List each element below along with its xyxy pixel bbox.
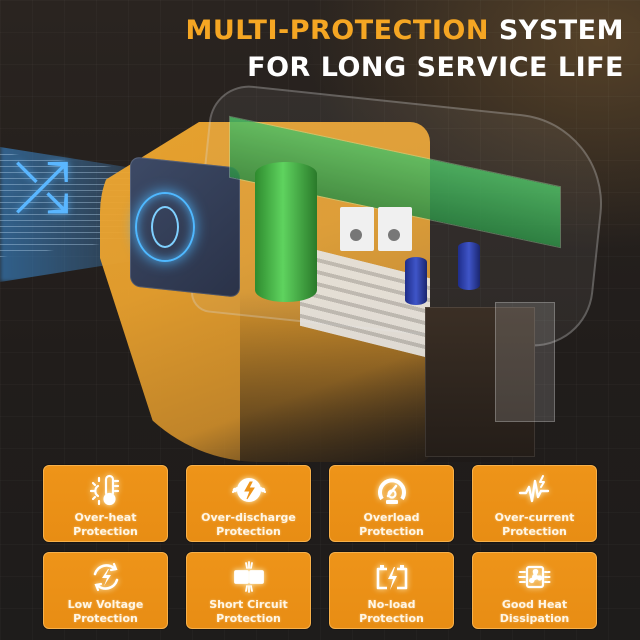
headline-line-2: FOR LONG SERVICE LIFE: [247, 52, 624, 83]
green-capacitor: [255, 162, 317, 302]
battery-pair-bolt-icon: [374, 559, 410, 595]
feature-label-line-2: Protection: [502, 525, 567, 538]
headline-accent-text: MULTI-PROTECTION: [185, 15, 489, 46]
feature-label-line-1: Over-discharge: [201, 511, 296, 524]
feature-label-line-1: Good Heat: [501, 598, 568, 611]
feature-label: Over-discharge Protection: [201, 511, 296, 539]
transparent-handle-part: [495, 302, 555, 422]
feature-label: No-load Protection: [359, 598, 424, 626]
feature-label: Over-current Protection: [495, 511, 575, 539]
gauge-icon: [374, 472, 410, 508]
feature-no-load: No-load Protection: [329, 552, 454, 629]
feature-over-discharge: Over-discharge Protection: [186, 465, 311, 542]
feature-label: Short Circuit Protection: [209, 598, 287, 626]
protection-features-grid: Over-heat Protection Over-discharge Prot…: [43, 465, 597, 629]
headline-line-1: MULTI-PROTECTION SYSTEM: [186, 12, 625, 49]
feature-short-circuit: Short Circuit Protection: [186, 552, 311, 629]
feature-over-current: Over-current Protection: [472, 465, 597, 542]
current-pulse-icon: [517, 472, 553, 508]
feature-label-line-1: No-load: [367, 598, 416, 611]
short-circuit-icon: [231, 559, 267, 595]
feature-label-line-2: Protection: [359, 525, 424, 538]
feature-label-line-1: Over-current: [494, 511, 575, 524]
feature-label-line-2: Protection: [73, 525, 138, 538]
cooling-fan-icon: [135, 192, 195, 262]
feature-label: Good Heat Dissipation: [500, 598, 569, 626]
feature-label-line-1: Low Voltage: [67, 598, 144, 611]
feature-label-line-2: Protection: [359, 612, 424, 625]
feature-over-heat: Over-heat Protection: [43, 465, 168, 542]
feature-label-line-1: Overload: [363, 511, 420, 524]
feature-overload: Overload Protection: [329, 465, 454, 542]
battery-bolt-circle-icon: [231, 472, 267, 508]
feature-label: Low Voltage Protection: [68, 598, 144, 626]
headline: MULTI-PROTECTION SYSTEM FOR LONG SERVICE…: [186, 12, 625, 86]
bolt-cycle-icon: [88, 559, 124, 595]
fan-cooling-icon: [517, 559, 553, 595]
motor-block: [425, 307, 535, 457]
feature-low-voltage: Low Voltage Protection: [43, 552, 168, 629]
mosfet-component: [340, 207, 374, 251]
rotation-arrows-icon: ⤮: [14, 146, 70, 228]
feature-label: Over-heat Protection: [73, 511, 138, 539]
blue-capacitor: [405, 257, 427, 305]
feature-label-line-2: Dissipation: [499, 612, 570, 625]
mosfet-component: [378, 207, 412, 251]
feature-heat-dissipation: Good Heat Dissipation: [472, 552, 597, 629]
feature-label: Overload Protection: [359, 511, 424, 539]
feature-label-line-1: Over-heat: [74, 511, 137, 524]
feature-label-line-2: Protection: [216, 525, 281, 538]
feature-label-line-2: Protection: [216, 612, 281, 625]
product-cutaway-illustration: ⤮: [0, 81, 640, 462]
feature-label-line-1: Short Circuit: [209, 598, 288, 611]
feature-label-line-2: Protection: [73, 612, 138, 625]
thermometer-sun-icon: [88, 472, 124, 508]
headline-system-text: SYSTEM: [488, 15, 624, 46]
blue-capacitor: [458, 242, 480, 290]
